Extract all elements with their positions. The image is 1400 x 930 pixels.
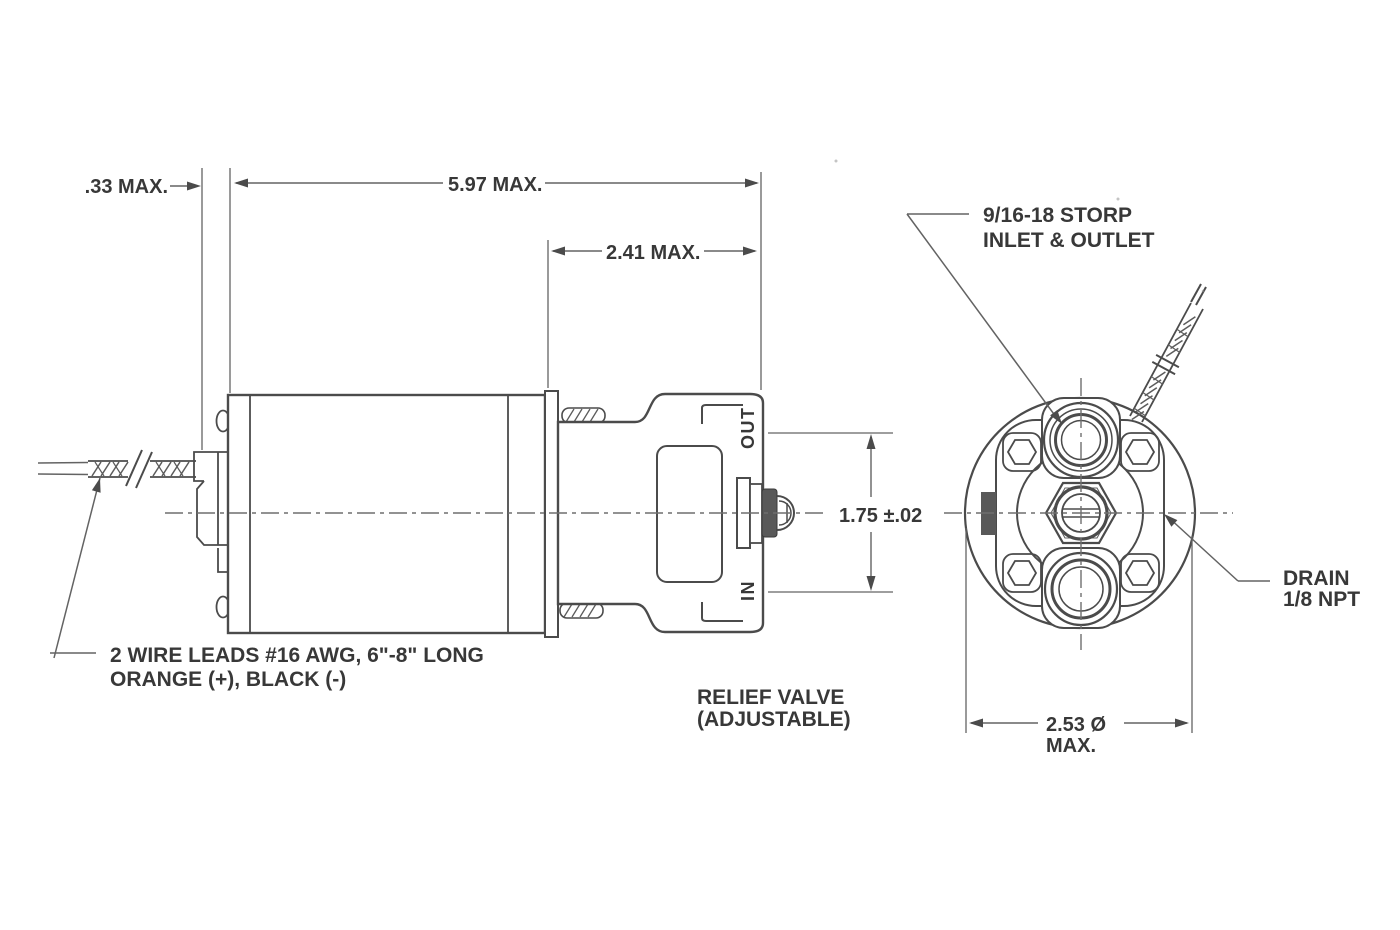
mounting-slot-top-hatch	[565, 408, 599, 423]
port-thread-callout: 9/16-18 STORP INLET & OUTLET	[906, 204, 1155, 424]
end-view-wire-hatching	[1131, 316, 1196, 421]
dimension-motor-wire-offset: .33 MAX.	[85, 168, 231, 450]
dim-label-flange-diameter-max: MAX.	[1046, 735, 1096, 757]
port-thread-note-line1: 9/16-18 STORP	[983, 204, 1132, 227]
centerlines	[165, 378, 1233, 650]
in-port-label: IN	[738, 580, 758, 601]
dim-label-motor-wire-offset: .33 MAX.	[85, 176, 168, 198]
end-view-wires	[1129, 283, 1207, 423]
dim-label-flange-diameter: 2.53 Ø	[1046, 714, 1106, 736]
drain-callout: DRAIN 1/8 NPT	[1164, 514, 1360, 611]
bolt-hex-top-left	[1006, 439, 1038, 465]
dim-label-overall-length: 5.97 MAX.	[448, 174, 542, 196]
dimension-overall-length: 5.97 MAX.	[234, 172, 762, 390]
bolt-hex-bottom-right	[1124, 560, 1156, 586]
label-plate	[656, 445, 723, 583]
bolt-hex-bottom-left	[1006, 560, 1038, 586]
dimension-port-spacing: 1.75 ±.02	[768, 432, 922, 593]
wire-twist-hatching	[91, 461, 190, 477]
wire-tips	[1190, 283, 1207, 306]
wire-leads	[37, 449, 196, 489]
motor-body	[193, 393, 547, 635]
wire-leads-note-line1: 2 WIRE LEADS #16 AWG, 6"-8" LONG	[110, 644, 484, 667]
drain-note-line1: DRAIN	[1283, 567, 1350, 590]
scan-artifacts	[834, 159, 1205, 293]
out-port-mark	[701, 404, 743, 424]
dimension-pump-head-length: 2.41 MAX.	[547, 240, 757, 388]
bolt-hex-top-right	[1124, 439, 1156, 465]
mounting-slot-bottom-hatch	[563, 603, 597, 618]
wire-break-symbol	[125, 449, 153, 489]
dimension-flange-diameter: 2.53 Ø MAX.	[965, 528, 1193, 757]
wire-leads-note-line2: ORANGE (+), BLACK (-)	[110, 668, 346, 691]
relief-valve-note: RELIEF VALVE (ADJUSTABLE)	[697, 686, 851, 731]
in-port-mark	[701, 602, 743, 622]
out-port-label: OUT	[738, 407, 758, 450]
end-view-flange	[963, 283, 1207, 630]
relief-valve-note-line2: (ADJUSTABLE)	[697, 708, 851, 731]
dim-label-pump-head-length: 2.41 MAX.	[606, 242, 700, 264]
drain-note-line2: 1/8 NPT	[1283, 588, 1360, 611]
port-thread-note-line2: INLET & OUTLET	[983, 229, 1155, 252]
outlet-port	[1041, 397, 1121, 479]
wire-leads-callout: 2 WIRE LEADS #16 AWG, 6"-8" LONG ORANGE …	[50, 477, 484, 691]
relief-valve-note-line1: RELIEF VALVE	[697, 686, 844, 709]
end-view-wire-break-symbol	[1151, 354, 1180, 376]
dim-label-port-spacing: 1.75 ±.02	[839, 505, 922, 527]
wire-entry-bracket	[193, 451, 228, 573]
